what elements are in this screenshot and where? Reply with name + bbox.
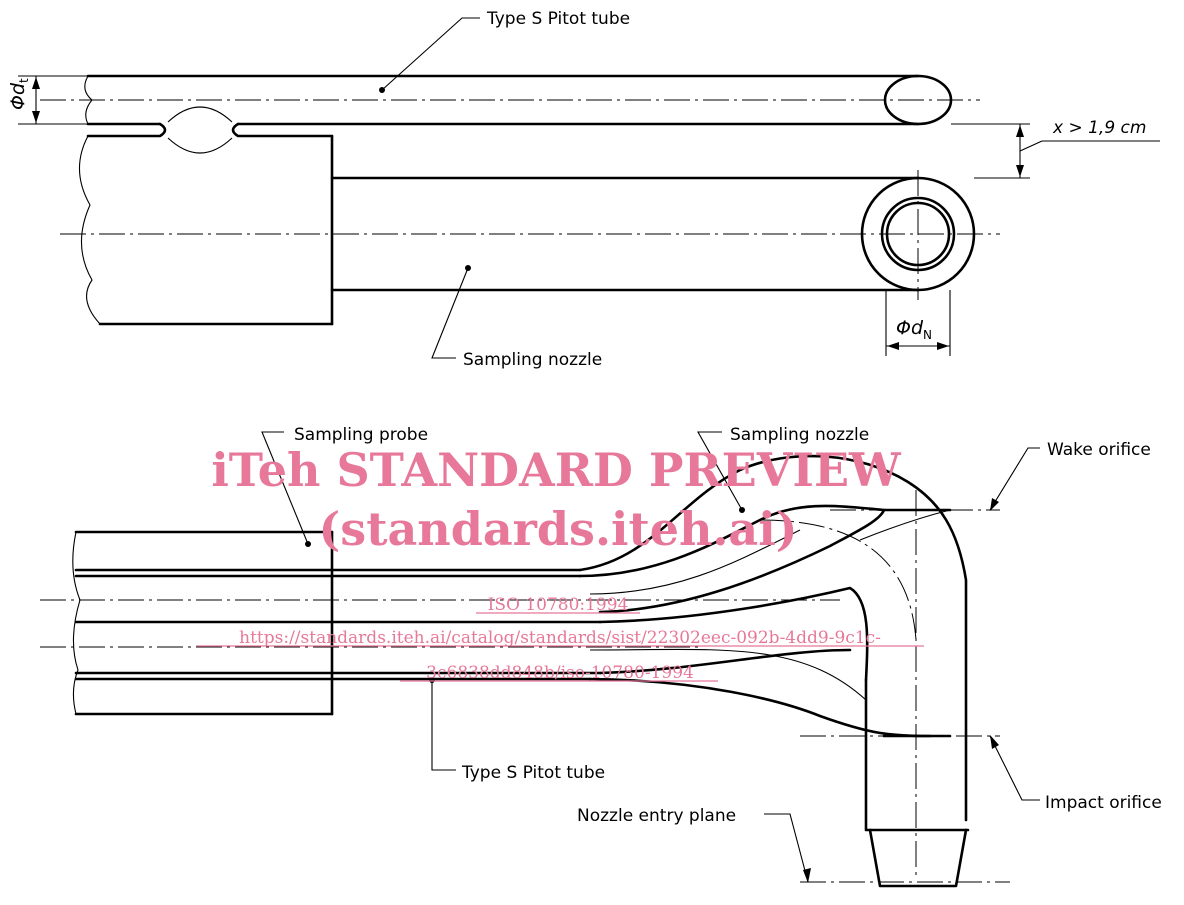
leader-wake [989, 447, 1040, 511]
wake-label: Wake orifice [1047, 440, 1151, 460]
leader-entry-plane [764, 813, 809, 883]
leader-impact [989, 735, 1040, 801]
side-view: Sampling probe Sampling nozzle Wake orif… [40, 425, 1162, 888]
top-pitot-label: Type S Pitot tube [486, 9, 630, 29]
dim-dt [18, 75, 88, 125]
watermark-url-line1[interactable]: https://standards.iteh.ai/catalog/standa… [239, 628, 881, 648]
dim-spacing [951, 123, 1160, 179]
leader-top-pitot [381, 17, 480, 91]
entry-plane-label: Nozzle entry plane [577, 806, 736, 826]
top-nozzle-label: Sampling nozzle [463, 350, 602, 370]
probe-label: Sampling probe [294, 425, 428, 445]
top-pitot-tube [40, 74, 980, 154]
dim-dt-label: Φdt [7, 78, 31, 110]
side-sampling-nozzle [74, 454, 968, 822]
watermark-iso[interactable]: ISO 10780:1994 [488, 595, 629, 615]
leader-top-nozzle [431, 267, 469, 359]
leader-side-pitot [431, 680, 456, 771]
watermark-title: iTeh STANDARD PREVIEW [211, 443, 902, 497]
watermark-subtitle: (standards.iteh.ai) [319, 502, 798, 556]
dim-dn [885, 290, 951, 356]
top-sampling-nozzle [60, 134, 1000, 326]
dim-dn-label: ΦdN [896, 317, 932, 342]
spacing-label: x > 1,9 cm [1052, 118, 1146, 138]
impact-label: Impact orifice [1045, 793, 1162, 813]
watermark: iTeh STANDARD PREVIEW (standards.iteh.ai… [196, 443, 924, 683]
side-pitot-label: Type S Pitot tube [461, 763, 605, 783]
side-pitot-tube [74, 509, 970, 888]
top-view: Φdt x > 1,9 cm ΦdN Type S Pitot tube Sam… [7, 9, 1160, 370]
watermark-url-line2[interactable]: 3c6838dd848b/iso-10780-1994 [426, 663, 694, 683]
leader-side-nozzle [697, 431, 743, 511]
leader-probe [261, 431, 309, 545]
side-nozzle-label: Sampling nozzle [730, 425, 869, 445]
